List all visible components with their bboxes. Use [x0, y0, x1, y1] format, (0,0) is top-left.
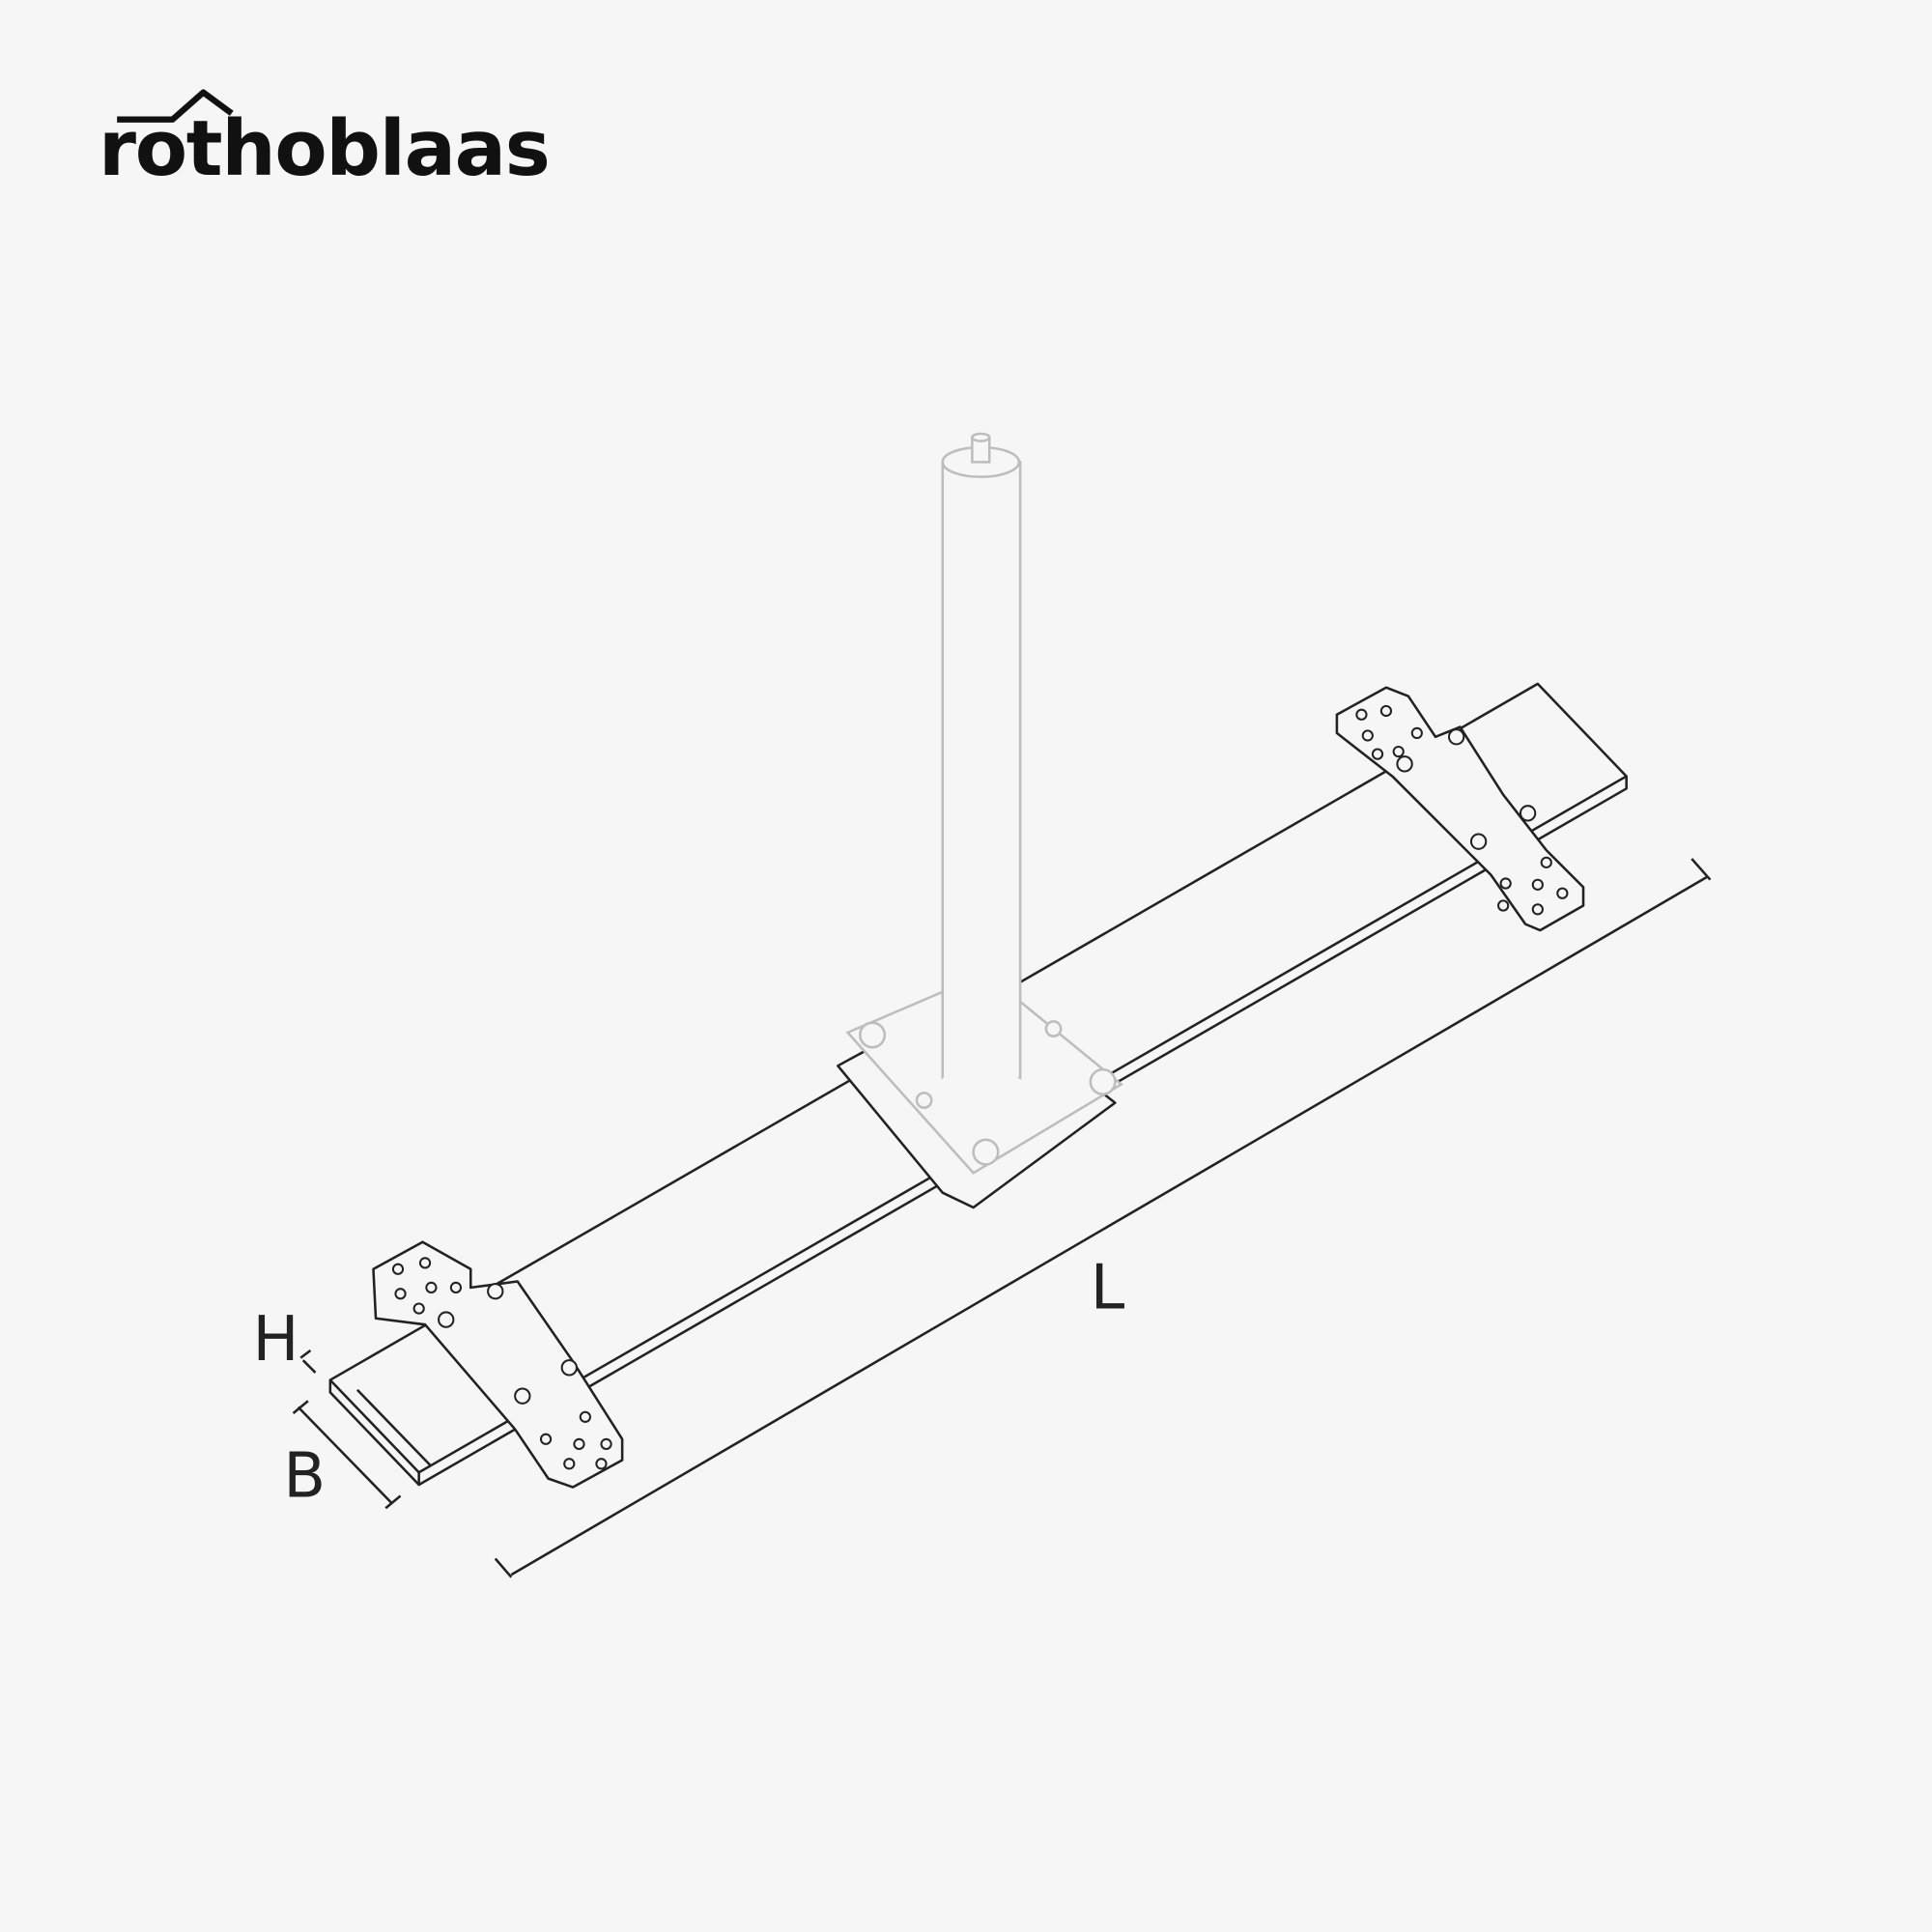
dimension-width: B — [283, 1400, 402, 1513]
dimension-length: L — [494, 858, 1712, 1578]
brand-logo: rothoblaas — [99, 89, 551, 193]
brand-logo-text: rothoblaas — [99, 104, 550, 193]
right-bracket — [1335, 686, 1585, 932]
width-label: B — [283, 1441, 326, 1513]
height-label: H — [252, 1304, 298, 1376]
dimension-height: H — [252, 1304, 317, 1376]
left-bracket — [372, 1240, 624, 1489]
length-label: L — [1091, 1253, 1125, 1324]
post-assembly — [837, 432, 1123, 1209]
